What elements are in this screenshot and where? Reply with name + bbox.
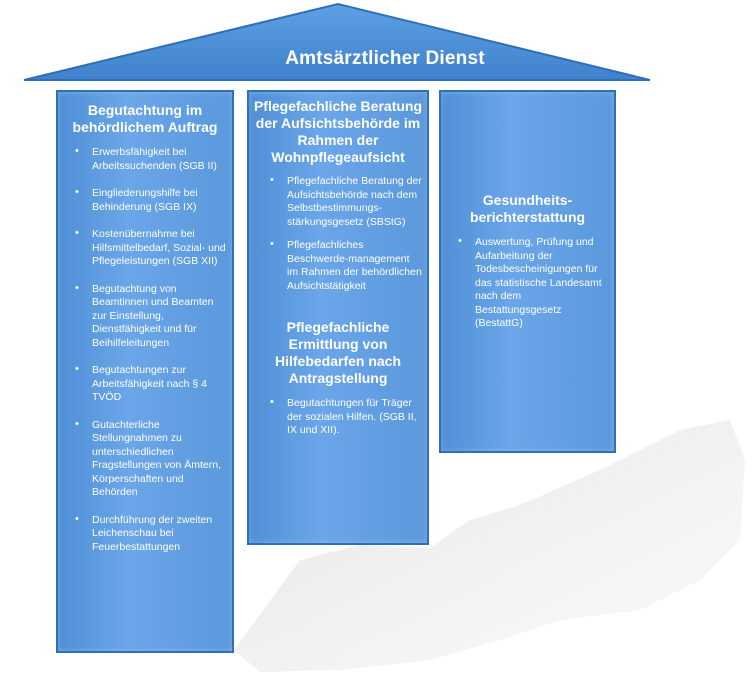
bullet-icon: • bbox=[75, 512, 79, 525]
pillar-list: •Pflegefachliche Beratung der Aufsichtsb… bbox=[270, 174, 423, 293]
pillar-list: •Erwerbsfähigkeit bei Arbeitssuchenden (… bbox=[75, 145, 228, 554]
pillar-gesundheitsberichterstattung: Gesundheits-berichterstattung •Auswertun… bbox=[439, 90, 616, 453]
pillar-list: •Auswertung, Prüfung und Aufarbeitung de… bbox=[458, 235, 610, 331]
roof-triangle bbox=[23, 2, 651, 81]
bullet-icon: • bbox=[75, 145, 79, 157]
list-item: •Gutachterliche Stellungnahmen zu unters… bbox=[75, 417, 221, 499]
list-item: •Begutachtungen für Träger der sozialen … bbox=[270, 396, 417, 436]
bullet-icon: • bbox=[270, 396, 274, 408]
bullet-icon: • bbox=[75, 227, 79, 239]
bullet-icon: • bbox=[458, 235, 462, 247]
list-item: •Auswertung, Prüfung und Aufarbeitung de… bbox=[458, 235, 602, 329]
list-item: •Begutachtung von Beamtinnen und Beamten… bbox=[75, 281, 214, 349]
list-item: •Pflegefachliches Beschwerde-management … bbox=[270, 238, 422, 292]
pillar-title: Gesundheits-berichterstattung bbox=[469, 192, 586, 225]
pillar-list-second: •Begutachtungen für Träger der sozialen … bbox=[270, 396, 423, 438]
list-item: •Durchführung der zweiten Leichenschau b… bbox=[75, 512, 213, 553]
bullet-icon: • bbox=[270, 174, 274, 186]
pillar-pflegefachliche-beratung: Pflegefachliche Beratung der Aufsichtsbe… bbox=[247, 90, 429, 545]
list-item: •Eingliederungshilfe bei Behinderung (SG… bbox=[75, 186, 198, 213]
pillar-subtitle: Pflegefachliche Ermittlung von Hilfebeda… bbox=[274, 319, 402, 386]
bullet-icon: • bbox=[75, 417, 79, 430]
pillar-begutachtung: Begutachtung im behördlichem Auftrag •Er… bbox=[56, 90, 234, 653]
pillar-title: Begutachtung im behördlichem Auftrag bbox=[72, 102, 218, 135]
bullet-icon: • bbox=[75, 281, 79, 294]
bullet-icon: • bbox=[75, 363, 79, 375]
bullet-icon: • bbox=[270, 238, 274, 250]
bullet-icon: • bbox=[75, 186, 79, 198]
roof-title: Amtsärztlicher Dienst bbox=[285, 48, 485, 69]
list-item: •Pflegefachliche Beratung der Aufsichtsb… bbox=[270, 174, 422, 228]
list-item: •Begutachtungen zur Arbeitsfähigkeit nac… bbox=[75, 363, 207, 403]
list-item: •Kostenübernahme bei Hilfsmittelbedarf, … bbox=[75, 227, 226, 267]
pillar-title: Pflegefachliche Beratung der Aufsichtsbe… bbox=[253, 98, 423, 165]
list-item: •Erwerbsfähigkeit bei Arbeitssuchenden (… bbox=[75, 145, 217, 172]
